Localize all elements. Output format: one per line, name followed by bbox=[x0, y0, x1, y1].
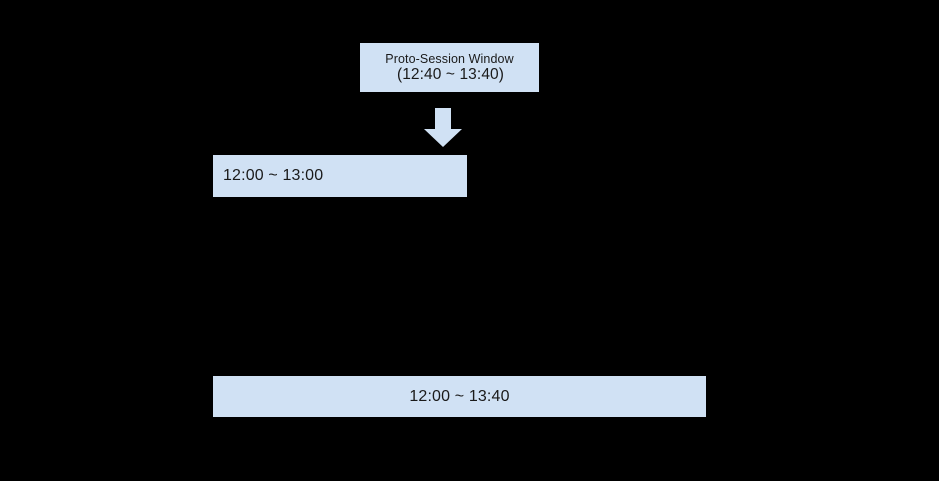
arrow-down-icon bbox=[424, 108, 462, 147]
session-window-range: 12:00 ~ 13:00 bbox=[223, 167, 324, 184]
proto-session-window-title: Proto-Session Window bbox=[385, 51, 514, 66]
proto-session-window-node[interactable]: Proto-Session Window (12:40 ~ 13:40) bbox=[360, 43, 539, 92]
merged-window-range: 12:00 ~ 13:40 bbox=[409, 387, 510, 405]
proto-session-window-range: (12:40 ~ 13:40) bbox=[396, 65, 505, 83]
merged-window-node[interactable]: 12:00 ~ 13:40 bbox=[213, 376, 706, 417]
arrow-down-icon-glyph bbox=[424, 108, 462, 147]
session-window-node[interactable]: 12:00 ~ 13:00 bbox=[213, 155, 467, 197]
